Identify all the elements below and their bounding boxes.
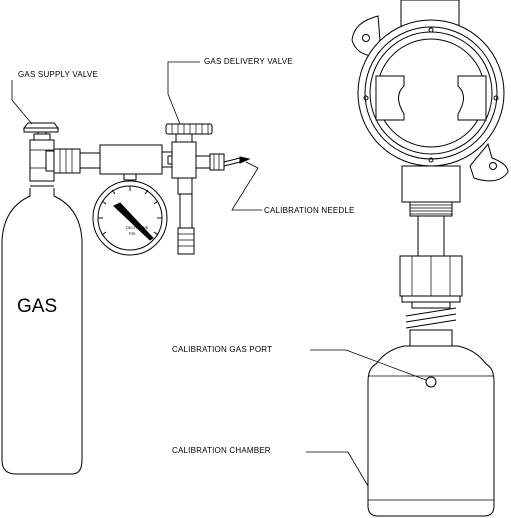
detector-housing bbox=[351, 0, 509, 203]
label-calibration-needle: CALIBRATION NEEDLE bbox=[264, 206, 355, 215]
sensor-adapter bbox=[399, 201, 463, 347]
gauge-unit-text: PSI bbox=[129, 231, 135, 236]
label-calibration-chamber: CALIBRATION CHAMBER bbox=[172, 446, 271, 455]
label-calibration-gas-port: CALIBRATION GAS PORT bbox=[172, 345, 272, 354]
gauge-brand-text: DELTA-ONE bbox=[126, 225, 149, 230]
regulator-assembly bbox=[45, 144, 172, 181]
gas-cylinder: GAS bbox=[1, 180, 83, 475]
calibration-chamber bbox=[367, 345, 495, 517]
delivery-valve bbox=[165, 123, 225, 255]
label-gas-supply-valve: GAS SUPPLY VALVE bbox=[18, 70, 98, 79]
label-gas-delivery-valve: GAS DELIVERY VALVE bbox=[204, 57, 293, 66]
calibration-needle bbox=[223, 156, 251, 167]
leader-lines bbox=[11, 61, 427, 487]
gas-port bbox=[425, 376, 437, 388]
pressure-gauge: DELTA-ONE PSI bbox=[92, 180, 168, 256]
cylinder-gas-text: GAS bbox=[17, 296, 57, 317]
gauge-needle bbox=[113, 202, 154, 241]
